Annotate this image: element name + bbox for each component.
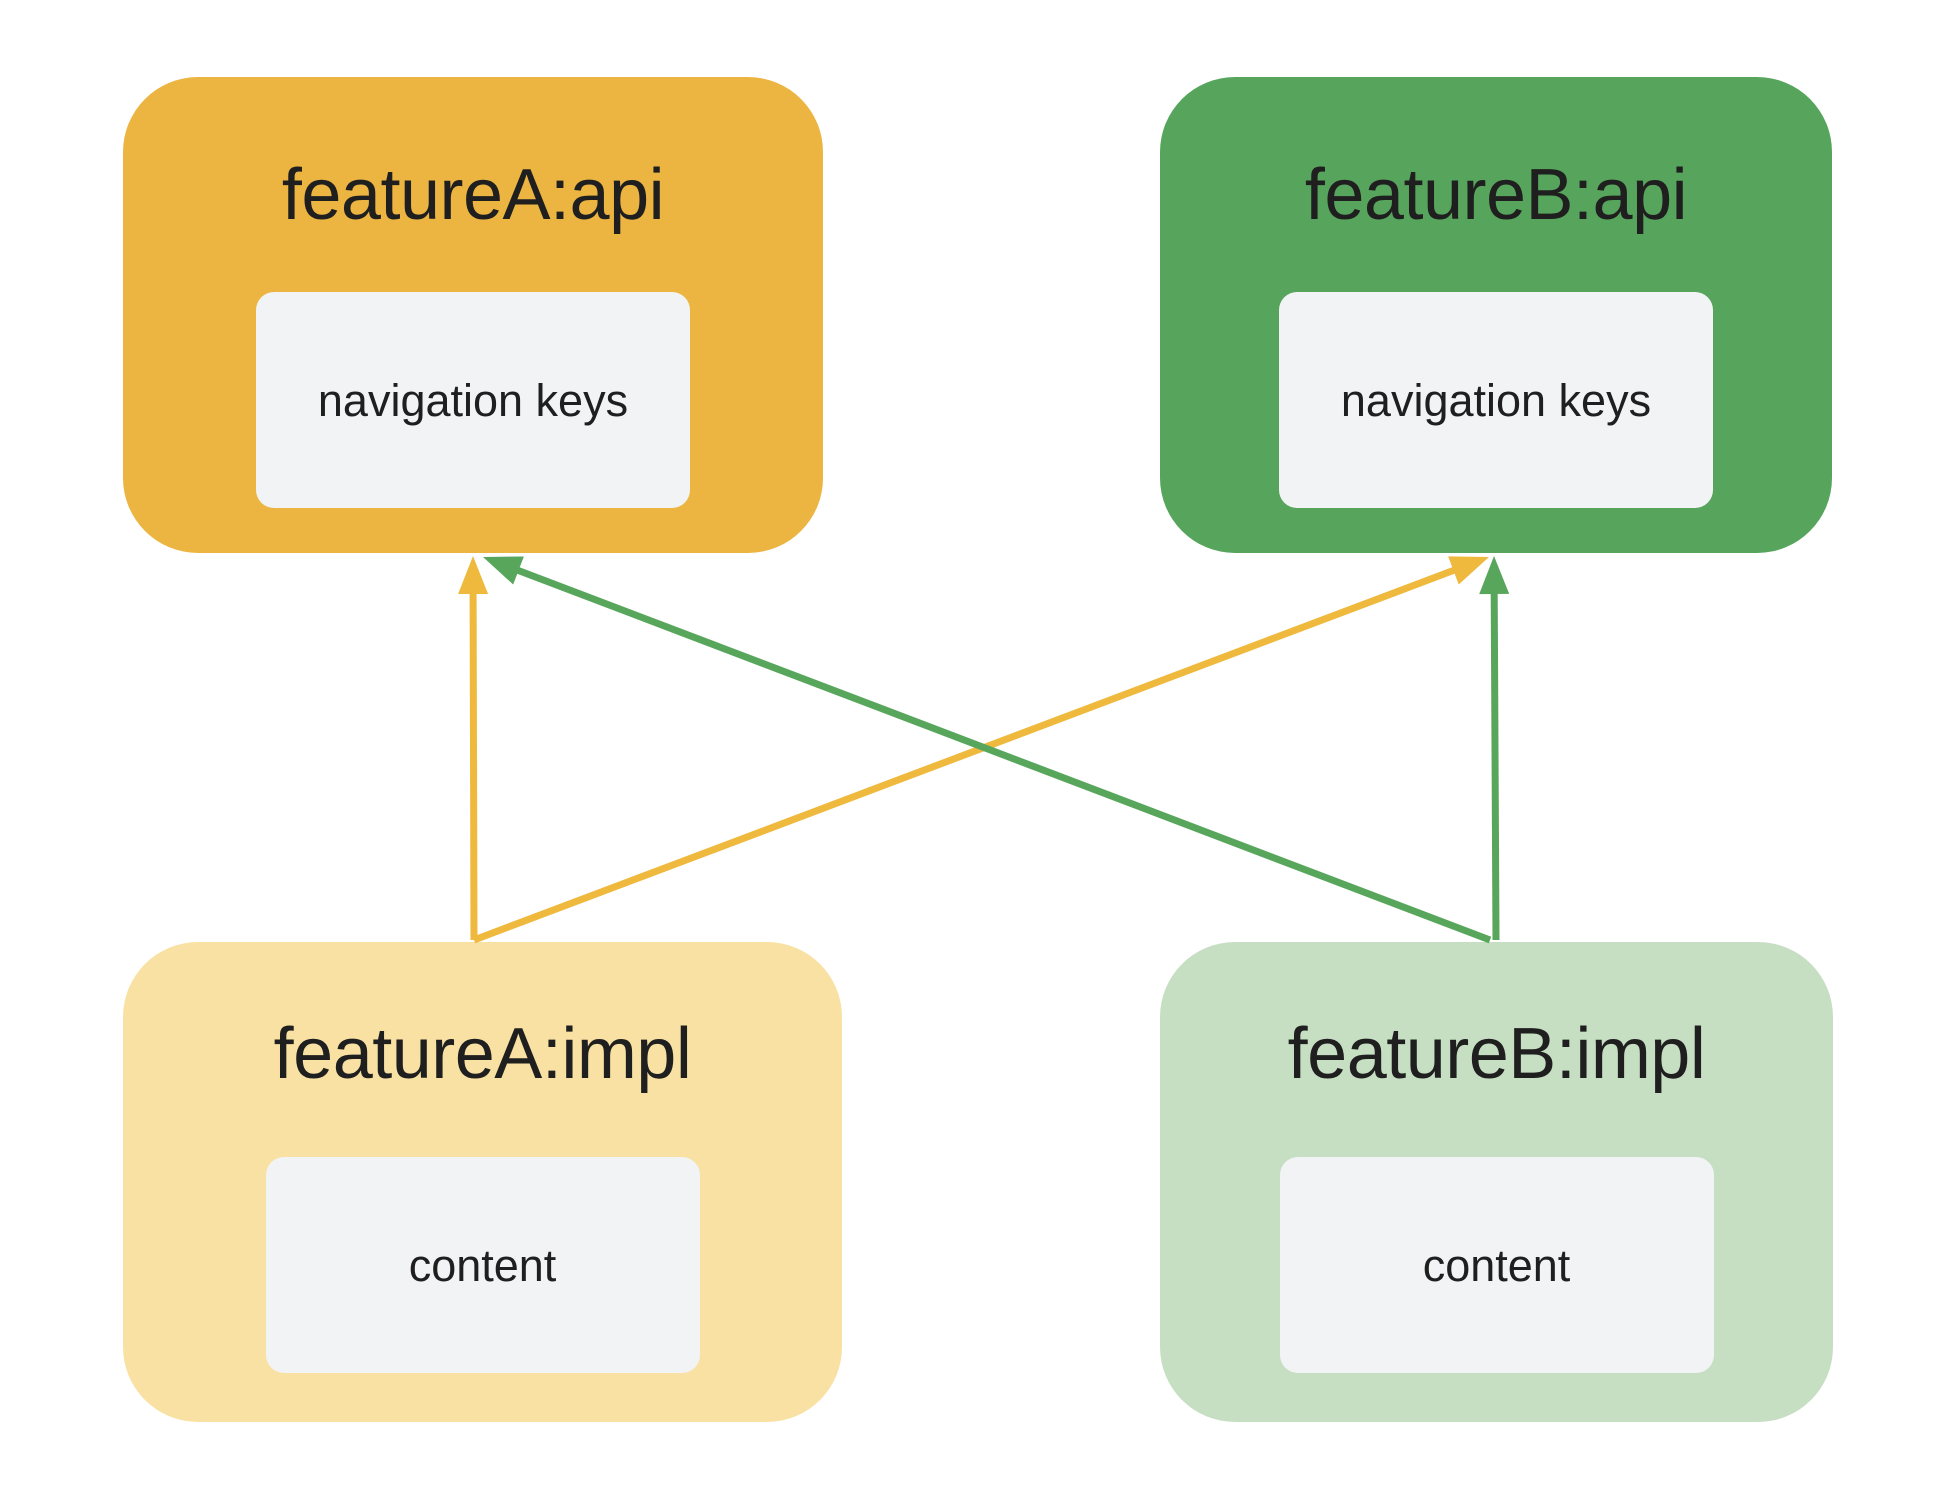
node-featureB-impl-chip: content <box>1279 1157 1714 1373</box>
node-featureA-impl-chip: content <box>265 1157 700 1373</box>
arrow-head-featureB-impl-to-featureB-api <box>1479 556 1510 595</box>
node-title: featureA:impl <box>273 1014 692 1094</box>
node-featureB-api: featureB:api navigation keys <box>1160 77 1832 553</box>
node-title: featureB:api <box>1304 155 1688 235</box>
arrow-line-featureB-impl-to-featureA-api <box>513 565 1492 944</box>
chip-label: content <box>1422 1239 1571 1291</box>
node-featureA-impl: featureA:impl content <box>123 942 842 1422</box>
arrow-head-featureA-impl-to-featureA-api <box>458 556 489 595</box>
node-featureB-api-chip: navigation keys <box>1279 292 1713 508</box>
node-featureA-api-chip: navigation keys <box>256 292 690 508</box>
arrow-line-featureA-impl-to-featureA-api <box>469 589 478 941</box>
arrow-head-featureA-impl-to-featureB-api <box>1448 556 1489 585</box>
node-featureA-api: featureA:api navigation keys <box>123 77 823 553</box>
arrow-line-featureA-impl-to-featureB-api <box>472 565 1459 944</box>
node-title: featureA:api <box>281 155 665 235</box>
arrow-head-featureB-impl-to-featureA-api <box>483 556 524 585</box>
node-title: featureB:impl <box>1287 1014 1706 1094</box>
node-featureB-impl: featureB:impl content <box>1160 942 1833 1422</box>
chip-label: navigation keys <box>1340 374 1652 426</box>
chip-label: navigation keys <box>317 374 629 426</box>
arrow-line-featureB-impl-to-featureB-api <box>1490 589 1500 941</box>
chip-label: content <box>408 1239 557 1291</box>
